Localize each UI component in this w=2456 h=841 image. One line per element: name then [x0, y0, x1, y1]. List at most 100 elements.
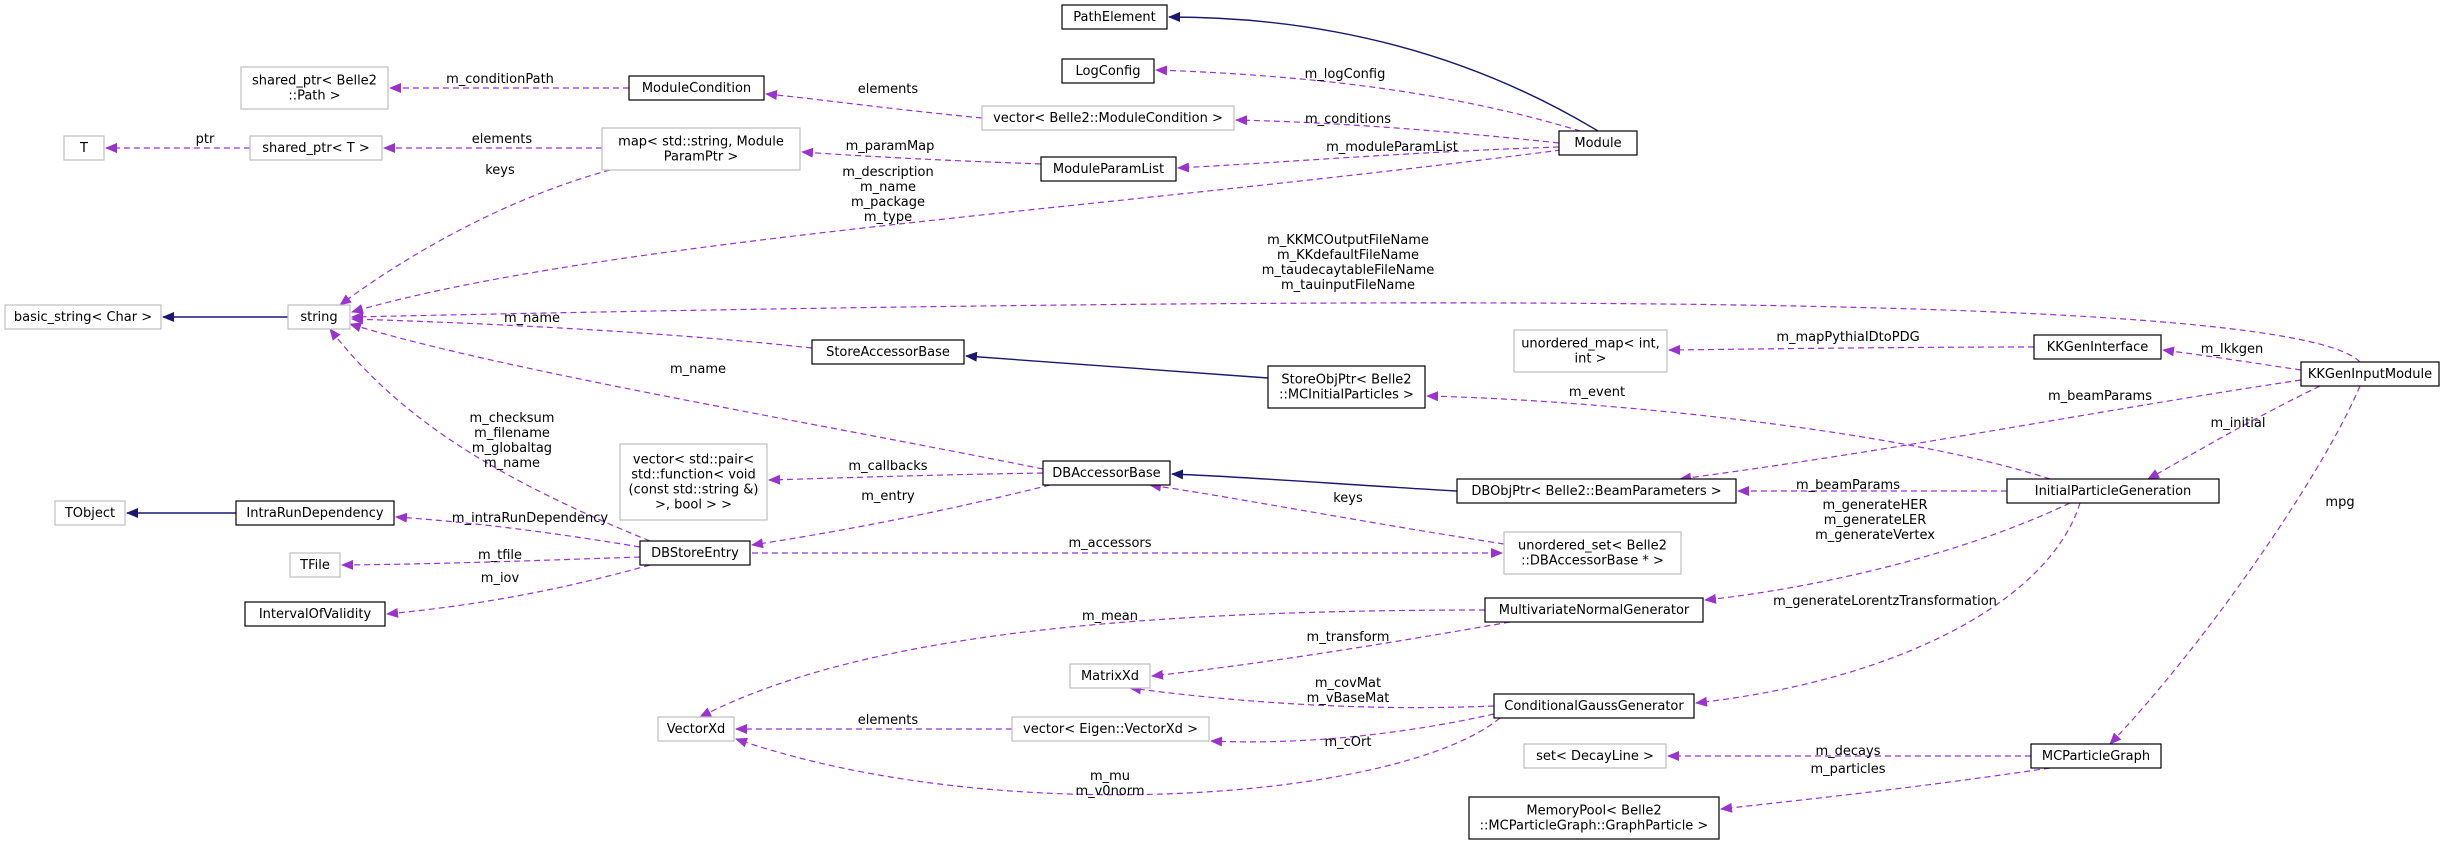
edge-dbobjptr-to-dbaccessorbase — [1171, 469, 1458, 492]
node-label: ParamPtr > — [664, 150, 739, 165]
node-box — [639, 540, 751, 566]
node-box — [619, 443, 768, 521]
node-conditional-gauss[interactable]: ConditionalGaussGenerator — [1493, 693, 1695, 719]
edge-module-to-string — [351, 149, 1562, 314]
edge-label-m-conditionPath: m_conditionPath — [446, 72, 554, 87]
edge-kkgeninputmodule-to-initialparticlegeneration — [2147, 385, 2321, 480]
node-box — [1503, 531, 1682, 575]
node-box — [981, 105, 1235, 131]
edge-label-m-name-db: m_name — [670, 362, 726, 377]
node-box — [811, 339, 965, 365]
edge-module-to-logconfig — [1155, 65, 1591, 135]
node-tobject: TObject — [54, 500, 126, 526]
edge-unorderedset-to-dbaccessorbase — [1149, 481, 1505, 545]
node-db-obj-ptr[interactable]: DBObjPtr< Belle2::BeamParameters > — [1456, 478, 1737, 504]
edge-label-m-intraRunDependency: m_intraRunDependency — [452, 511, 608, 526]
node-mc-particle-graph[interactable]: MCParticleGraph — [2030, 743, 2162, 769]
node-interval-of-validity[interactable]: IntervalOfValidity — [244, 601, 386, 627]
edge-initialparticlegeneration-to-storeobjptr — [1426, 391, 2051, 480]
node-multivariate-normal[interactable]: MultivariateNormalGenerator — [1484, 597, 1704, 623]
edge-label-mpg: mpg — [2325, 495, 2354, 510]
node-db-accessor-base[interactable]: DBAccessorBase — [1042, 460, 1171, 486]
node-memory-pool[interactable]: MemoryPool< Belle2::MCParticleGraph::Gra… — [1468, 796, 1720, 840]
edge-label-keys-set: keys — [1333, 491, 1363, 506]
edge-label-elements-modcond: elements — [858, 82, 919, 97]
node-db-store-entry[interactable]: DBStoreEntry — [639, 540, 751, 566]
node-label: MatrixXd — [1081, 669, 1139, 684]
node-label: unordered_map< int, — [1521, 337, 1660, 352]
node-module-param-list[interactable]: ModuleParamList — [1040, 156, 1177, 182]
edge-label-m-iov: m_iov — [481, 571, 520, 586]
node-label: ConditionalGaussGenerator — [1504, 699, 1684, 714]
node-label: vector< std::pair< — [633, 453, 754, 468]
node-box — [1493, 693, 1695, 719]
edge-dbaccessorbase-to-string — [349, 322, 1044, 470]
edge-label-m-initial: m_initial — [2211, 416, 2266, 431]
edge-kkgeninputmodule-to-dbobjptr — [1679, 379, 2302, 483]
node-label: vector< Eigen::VectorXd > — [1023, 722, 1198, 737]
node-kkgen-input-module[interactable]: KKGenInputModule — [2300, 361, 2440, 387]
edge-label-m-name-store: m_name — [504, 311, 560, 326]
edge-module-to-vectormodcond — [1235, 115, 1560, 144]
node-label: unordered_set< Belle2 — [1518, 539, 1667, 554]
edge-label-elements-sharedt: elements — [472, 132, 533, 147]
node-box — [249, 135, 383, 161]
node-label: DBAccessorBase — [1052, 466, 1160, 481]
node-path-element[interactable]: PathElement — [1061, 4, 1168, 30]
node-box — [63, 135, 105, 161]
edge-dbaccessorbase-to-vectorpair — [768, 472, 1044, 485]
node-box — [628, 75, 765, 101]
edge-label-m-tfile: m_tfile — [478, 548, 522, 563]
edge-label-m-mean: m_mean — [1082, 609, 1138, 624]
edge-kkgeninterface-to-unorderedmap — [1668, 344, 2035, 355]
node-label: StoreAccessorBase — [826, 345, 950, 360]
node-box — [1484, 597, 1704, 623]
edge-multivariate-to-matrixxd — [1151, 621, 1511, 680]
node-box — [287, 304, 351, 330]
node-label: ModuleCondition — [642, 81, 751, 96]
node-store-obj-ptr[interactable]: StoreObjPtr< Belle2::MCInitialParticles … — [1267, 365, 1426, 409]
edge-label-m-event: m_event — [1569, 385, 1625, 400]
node-initial-particle-generation[interactable]: InitialParticleGeneration — [2006, 478, 2220, 504]
node-log-config[interactable]: LogConfig — [1061, 58, 1155, 84]
node-label: LogConfig — [1076, 64, 1141, 79]
node-label: PathElement — [1073, 10, 1155, 25]
node-module[interactable]: Module — [1558, 130, 1638, 156]
node-label: MultivariateNormalGenerator — [1499, 603, 1690, 618]
node-box — [1468, 796, 1720, 840]
node-label: ::MCInitialParticles > — [1279, 388, 1414, 403]
node-label: Module — [1574, 136, 1621, 151]
edge-mapparam-to-string — [339, 169, 611, 306]
edge-storeaccessorbase-to-string — [351, 314, 813, 349]
node-label: set< DecayLine > — [1536, 749, 1654, 764]
node-basic-string: basic_string< Char > — [4, 304, 162, 330]
node-label: >, bool > > — [655, 498, 732, 513]
edge-conditionalgauss-to-vectorxd — [735, 717, 1501, 796]
node-label: MCParticleGraph — [2042, 749, 2150, 764]
node-store-accessor-base[interactable]: StoreAccessorBase — [811, 339, 965, 365]
node-box — [1558, 130, 1638, 156]
node-box — [1061, 4, 1168, 30]
node-module-condition[interactable]: ModuleCondition — [628, 75, 765, 101]
node-label: std::function< void — [631, 468, 756, 483]
edge-kkgeninputmodule-to-string — [351, 302, 2361, 363]
edge-labels-layer: m_logConfigm_conditionPathelementsm_cond… — [196, 67, 2355, 799]
node-box — [244, 601, 386, 627]
edge-label-m-moduleParamList: m_moduleParamList — [1326, 140, 1458, 155]
edge-label-keys-map: keys — [485, 163, 515, 178]
node-string: string — [287, 304, 351, 330]
node-box — [601, 127, 801, 171]
node-kkgen-interface[interactable]: KKGenInterface — [2033, 334, 2162, 360]
node-box — [1042, 460, 1171, 486]
edge-label-m-Ikkgen: m_Ikkgen — [2201, 342, 2264, 357]
node-label: vector< Belle2::ModuleCondition > — [993, 111, 1223, 126]
node-label: T — [79, 141, 88, 156]
node-intra-run-dependency[interactable]: IntraRunDependency — [235, 500, 395, 526]
edge-module-to-moduleparamlist — [1177, 146, 1560, 173]
node-box — [1513, 329, 1668, 373]
node-label: KKGenInputModule — [2308, 367, 2432, 382]
edge-label-m-beamParams-kk: m_beamParams — [2048, 389, 2152, 404]
